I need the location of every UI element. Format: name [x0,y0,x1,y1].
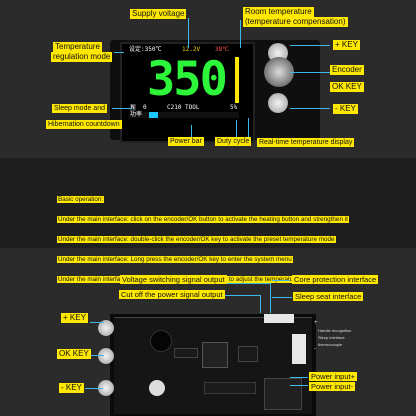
label-sleep-1: Sleep mode and [52,104,107,113]
label-encoder: Encoder [330,65,364,75]
connector-top [264,314,294,323]
lcd-big-temperature: 350 [147,52,228,107]
lcd-tool: C210 TOOL [167,104,200,111]
lcd-sleep-count: 0 [143,104,147,111]
minus-key-button[interactable] [268,93,288,113]
power-module [264,378,302,410]
label-duty-cycle: Duty cycle [215,137,252,146]
label-handle-recognition: Handle recognition [318,328,352,333]
pcb-ok-key[interactable] [98,348,114,364]
info-panel [0,158,416,248]
pcb-minus-key[interactable] [98,380,114,396]
buzzer [150,330,172,352]
label-sleep-interface: Sleep interface [318,335,345,340]
label-sleep-2: Hibernation countdown [46,120,122,129]
lcd-sleep-indicator: N [130,104,136,111]
label-power-plus: Power input+ [309,372,357,381]
label-thermocouple: thermocouple [318,342,343,347]
label-temp-reg-2: regulation mode [51,52,113,62]
label-plus-key: + KEY [333,40,360,50]
label-pcb-plus-key: + KEY [61,313,88,323]
lcd-screen: 设定:350℃ 12.2V 38℃ 350 N 0 C210 TOOL 5% 功… [127,45,244,121]
info-heading: Basic operation: [57,196,105,203]
connector-side [292,334,306,364]
label-pcb-ok-key: OK KEY [57,349,91,359]
label-minus-key: - KEY [333,104,358,114]
label-supply-voltage: Supply voltage [130,9,187,19]
basic-operation-text: Basic operation: Under the main interfac… [57,188,360,288]
label-pcb-minus-key: - KEY [59,383,84,393]
sign-minus: - [314,346,316,352]
label-power-bar: Power bar [168,137,204,146]
lcd-room-temp: 38℃ [215,46,229,53]
ic-left [174,348,198,358]
label-room-temp-1: Room temperature [243,7,314,17]
label-power-minus: Power input- [309,382,356,391]
info-line: Under the main interface: Long press the… [57,256,293,263]
label-cut-off: Cut off the power signal output [119,290,225,299]
label-realtime-temp: Real-time temperature display [257,138,355,147]
power-bar-track [129,112,239,118]
sign-plus: + [314,320,318,326]
label-core-protect: Core protection interface [292,275,379,284]
pcb-screw-hole [149,380,165,396]
label-volt-switch: Voltage switching signal output [120,275,227,284]
pcb-plus-key[interactable] [98,320,114,336]
info-line: Under the main interface: click on the e… [57,216,349,223]
lcd-duty-indicator [235,57,239,103]
pcb-surface [114,314,312,414]
lcd-voltage: 12.2V [182,46,201,53]
encoder-knob[interactable] [264,57,294,87]
ic-right [238,346,258,362]
pin-header [204,382,256,394]
lcd-power-label: 功率 [130,111,143,118]
label-temp-reg-1: Temperature [53,42,102,52]
label-sleep-seat: Sleep seat interface [293,292,364,301]
mcu-chip [202,342,228,368]
info-line: Under the main interface: double-click t… [57,236,336,243]
lcd-duty: 5% [230,104,238,111]
label-room-temp-2: (temperature compensation) [243,17,348,27]
label-ok-key: OK KEY [330,82,364,92]
lcd-set-temp: 设定:350℃ [129,46,162,53]
power-bar-fill [149,112,158,118]
